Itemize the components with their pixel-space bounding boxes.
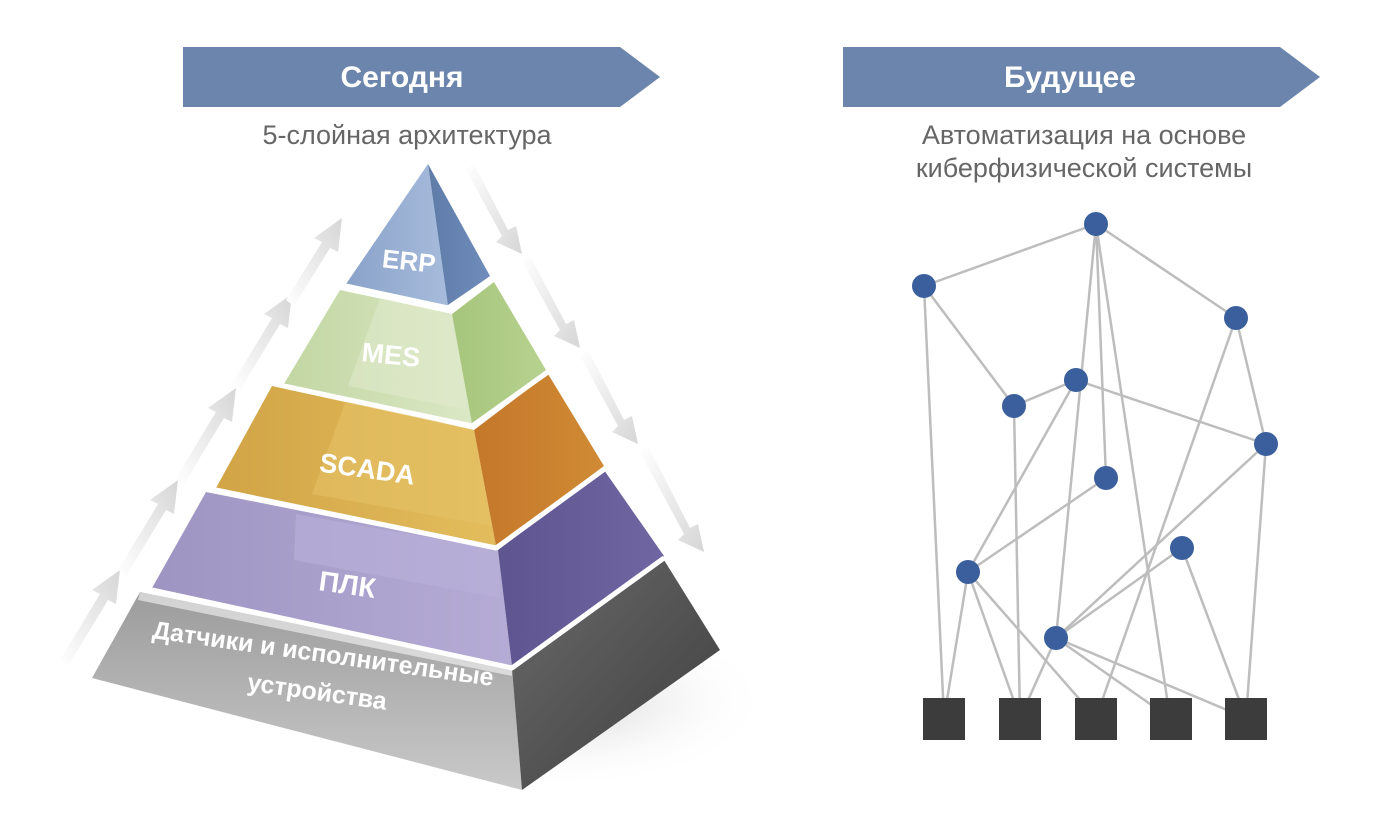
down-arrow-icon <box>640 446 704 552</box>
cps-node <box>1044 626 1068 650</box>
future-subtitle-line1: Автоматизация на основе <box>922 120 1246 150</box>
cps-node <box>912 274 936 298</box>
cps-node <box>1094 466 1118 490</box>
network-nodes <box>912 212 1278 650</box>
today-subtitle: 5-слойная архитектура <box>262 120 552 150</box>
layer-mes: MES <box>284 282 546 424</box>
upward-flow-arrows <box>60 218 342 666</box>
future-banner: Будущее <box>843 47 1320 107</box>
cps-network <box>912 212 1278 740</box>
cps-node <box>1254 432 1278 456</box>
layer-separators <box>151 275 666 671</box>
cps-node <box>1064 368 1088 392</box>
today-banner-text: Сегодня <box>340 61 463 94</box>
field-devices <box>923 698 1267 740</box>
layer-mes-label: MES <box>360 337 421 373</box>
cps-node <box>1170 536 1194 560</box>
cps-node <box>956 560 980 584</box>
field-device <box>1225 698 1267 740</box>
layer-erp: ERP <box>346 164 490 306</box>
up-arrow-icon <box>286 218 342 306</box>
cps-node <box>1002 394 1026 418</box>
up-arrow-icon <box>118 480 178 576</box>
field-device <box>999 698 1041 740</box>
down-arrow-icon <box>466 164 522 254</box>
down-arrow-icon <box>580 350 638 444</box>
network-links <box>922 222 1268 720</box>
field-device <box>1075 698 1117 740</box>
down-arrow-icon <box>522 256 580 348</box>
cps-node <box>1084 212 1108 236</box>
pyramid: Датчики и исполнительные устройства ПЛК … <box>92 164 720 790</box>
layer-erp-label: ERP <box>381 243 437 278</box>
layer-scada: SCADA <box>216 374 604 546</box>
up-arrow-icon <box>176 388 236 484</box>
cps-node <box>1224 306 1248 330</box>
future-subtitle-line2: киберфизической системы <box>916 153 1252 183</box>
field-device <box>923 698 965 740</box>
today-banner: Сегодня <box>183 47 660 107</box>
up-arrow-icon <box>232 294 292 390</box>
future-banner-text: Будущее <box>1004 61 1136 94</box>
field-device <box>1150 698 1192 740</box>
downward-flow-arrows <box>466 164 704 552</box>
up-arrow-icon <box>60 570 120 666</box>
